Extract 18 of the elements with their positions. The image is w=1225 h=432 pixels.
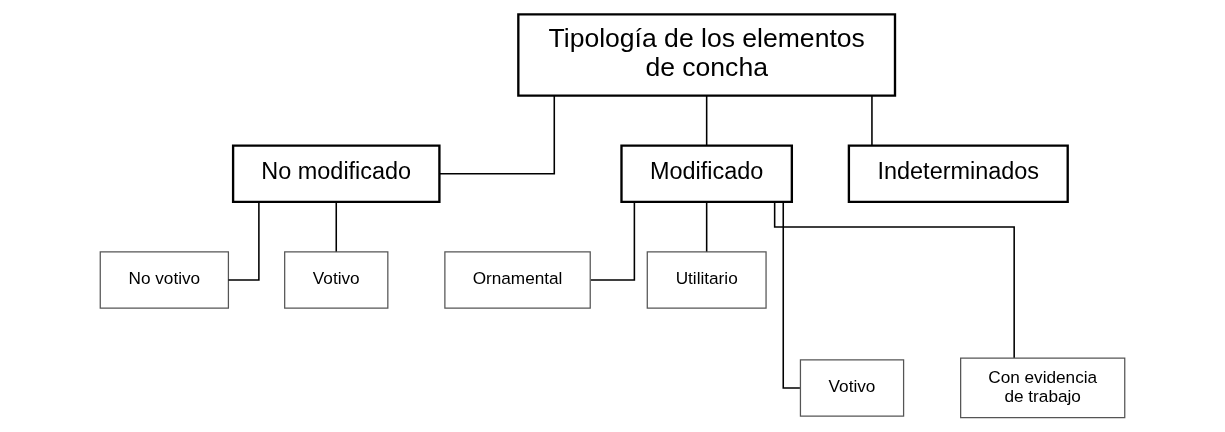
node-box: Votivo [284,251,389,309]
connector [590,201,636,281]
node-box: Tipología de los elementos de concha [517,13,897,97]
connector [335,201,338,253]
connector [705,201,708,253]
connector [438,95,556,175]
connector [773,201,1015,359]
node-box: No votivo [99,251,230,309]
node-box: Indeterminados [847,144,1069,204]
connector [705,95,708,147]
node-box: Utilitario [646,251,767,309]
node-box: Votivo [799,359,905,417]
node-box: Con evidencia de trabajo [960,357,1126,419]
node-box: Ornamental [444,251,591,309]
node-box: No modificado [231,144,441,204]
connector [227,201,260,281]
node-box: Modificado [620,144,793,204]
connector [871,95,873,147]
